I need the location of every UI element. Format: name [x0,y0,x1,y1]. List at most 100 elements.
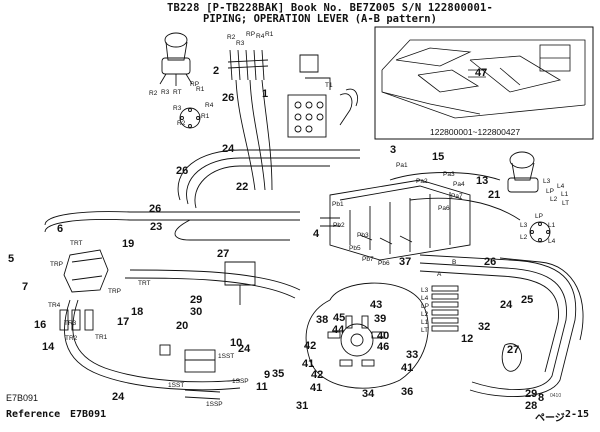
port-label: R2 [177,120,186,127]
callout-2: 2 [213,65,219,77]
hose-runs [44,149,584,397]
port-label: L3 [421,287,429,294]
callout-36: 36 [401,386,413,398]
stamp-code: 0410 [550,393,562,399]
callout-31: 31 [296,400,308,412]
port-label: TRT [70,240,83,247]
callout-16: 16 [34,319,46,331]
port-label: LP [535,213,543,220]
port-label: R2 [149,90,158,97]
port-label: R3 [161,89,170,96]
callout-11: 11 [256,381,268,393]
port-label: Pb1 [332,201,344,208]
port-label: A [437,271,442,278]
callout-7: 7 [22,281,28,293]
callout-13: 13 [476,175,488,187]
callout-41-a: 41 [302,358,314,370]
callout-44: 44 [332,324,345,336]
callout-14: 14 [42,341,55,353]
bracket-assembly [287,54,358,138]
port-label: Pb3 [357,232,369,239]
callout-9: 9 [264,369,270,381]
port-label: R3 [173,105,182,112]
right-control-lever [507,151,551,243]
port-label: Pb5 [349,245,361,252]
callout-20: 20 [176,320,188,332]
port-label: L4 [557,183,565,190]
callout-33: 33 [406,349,418,361]
callout-21: 21 [488,189,500,201]
port-label: Pa1 [396,162,408,169]
callout-35: 35 [272,368,284,380]
callout-43: 43 [370,299,382,311]
port-label: L2 [520,234,528,241]
callout-29-a: 29 [190,294,202,306]
port-label: TRP [50,261,63,268]
callout-24-b: 24 [112,391,125,403]
callout-4: 4 [313,228,320,240]
port-label: B [452,259,456,266]
callout-41-b: 41 [401,362,413,374]
callout-23: 23 [150,221,162,233]
callout-41-c: 41 [310,382,322,394]
header-subtitle: PIPING; OPERATION LEVER (A-B pattern) [203,13,437,25]
port-label: 1SSP [232,378,249,385]
port-label: TRP [108,288,121,295]
control-valve-block [320,179,471,261]
figure-code: E7B091 [6,393,39,403]
port-label: L1 [548,222,556,229]
callout-12: 12 [461,333,473,345]
callout-numbers: 1 2 3 4 5 6 7 8 9 10 11 12 13 14 15 16 1… [8,65,544,412]
callout-18: 18 [131,306,143,318]
port-label: L2 [421,311,429,318]
callout-26-a: 26 [222,92,234,104]
callout-32: 32 [478,321,490,333]
page-label: ページ [535,413,565,424]
callout-38: 38 [316,314,328,326]
port-label: RP [246,31,255,38]
port-label: R2 [227,34,236,41]
callout-8: 8 [538,392,544,404]
page-number: 2-15 [565,409,590,420]
callout-24-a: 24 [222,143,235,155]
port-label: R4 [256,33,265,40]
port-label: RT [173,89,182,96]
callout-26-d: 26 [484,256,496,268]
callout-17: 17 [117,316,129,328]
callout-42-a: 42 [304,340,316,352]
callout-25: 25 [521,294,533,306]
callout-45: 45 [333,312,345,324]
port-label: R1 [196,86,205,93]
port-label: Pa7 [451,193,463,200]
port-label: TRT [138,280,151,287]
callout-19: 19 [122,238,134,250]
callout-30: 30 [190,306,202,318]
port-label: TR4 [48,302,61,309]
inset-drawing [381,39,586,119]
rotary-manifold [327,315,385,367]
hose-bundle-2 [227,49,273,191]
port-label: LP [546,188,554,195]
callout-27-a: 27 [217,248,229,260]
port-label: R4 [205,102,214,109]
port-label: Pa3 [443,171,455,178]
port-label: L4 [548,238,556,245]
header-title: TB228 [P-TB228BAK] Book No. BE7Z005 S/N … [167,2,494,14]
port-label: 1SSP [206,401,223,408]
port-label: L1 [561,191,569,198]
callout-27-b: 27 [507,344,519,356]
callout-29-b: 29 [525,388,537,400]
hose-clamp [224,261,522,372]
callout-24-d: 24 [500,299,513,311]
port-label: TR1 [95,334,108,341]
callout-34: 34 [362,388,375,400]
port-label: LP [421,303,429,310]
callout-3: 3 [390,144,396,156]
callout-26-b: 26 [176,165,188,177]
reference-code: E7B091 [70,409,107,420]
left-control-lever [159,32,201,129]
callout-22: 22 [236,181,248,193]
port-label: Pb6 [378,260,390,267]
port-label: 1SST [168,382,184,389]
